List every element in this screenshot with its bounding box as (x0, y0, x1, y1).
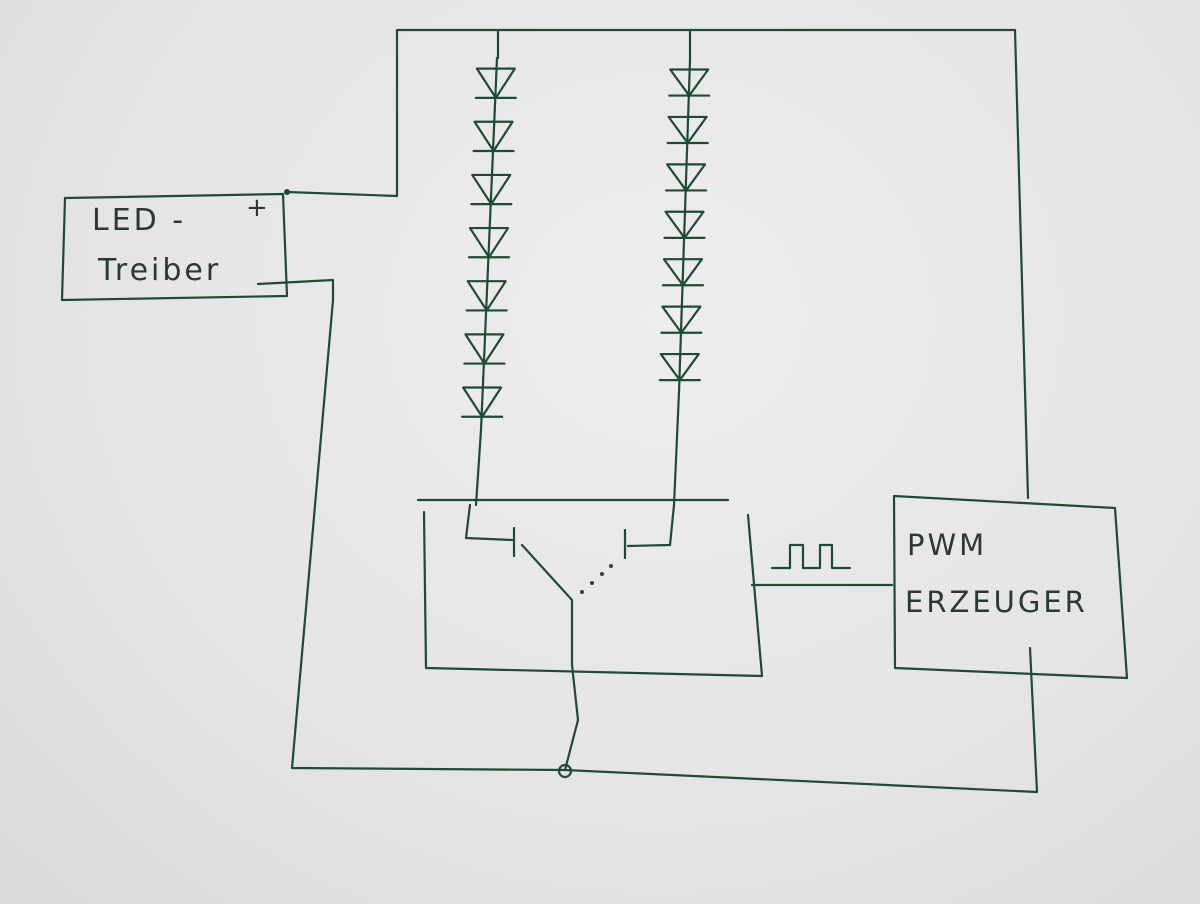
switch-left-lead (464, 503, 514, 542)
left-string-diode-icon (474, 56, 517, 113)
square-wave-icon (770, 543, 852, 570)
left-string-diode-icon (472, 110, 515, 166)
left-string-diode-icon (470, 163, 513, 219)
switch-alt-position-dots (580, 564, 613, 594)
right-string-diode-icon (658, 343, 701, 394)
switch-right-lead (626, 503, 676, 548)
right-string-diode-icon (660, 296, 703, 346)
switch-block (416, 498, 764, 678)
positive-rail-wire (285, 28, 1030, 500)
right-string-diode-icon (666, 106, 709, 156)
left-string-diode-icon (465, 269, 508, 325)
right-string-diode-icon (663, 201, 706, 251)
driver-plus-terminal (284, 189, 290, 195)
driver-label-line2: Treiber (97, 253, 221, 288)
left-string-bottom-wire (474, 428, 483, 507)
ground-junction (557, 763, 573, 779)
switch-common-wire (563, 663, 580, 772)
led-driver-box: LED - Treiber + (60, 192, 289, 302)
pwm-generator-box: PWM ERZEUGER (892, 494, 1129, 680)
left-string-diode-icon (463, 322, 506, 378)
wires (256, 28, 1039, 794)
ground-return-wire (256, 278, 1039, 794)
right-led-string (658, 58, 711, 394)
driver-label-line1: LED - (92, 203, 186, 238)
switch-box-outline (422, 510, 764, 678)
right-string-diode-icon (664, 153, 708, 204)
driver-plus-label: + (246, 193, 271, 223)
pwm-label-line1: PWM (907, 528, 987, 562)
left-led-string (461, 56, 517, 432)
right-string-bottom-wire (672, 390, 681, 507)
pwm-label-line2: ERZEUGER (905, 585, 1088, 619)
left-string-diode-icon (467, 216, 511, 272)
left-string-diode-icon (461, 375, 504, 432)
right-string-diode-icon (668, 58, 711, 109)
switch-lever (520, 543, 574, 667)
right-string-diode-icon (661, 248, 705, 299)
